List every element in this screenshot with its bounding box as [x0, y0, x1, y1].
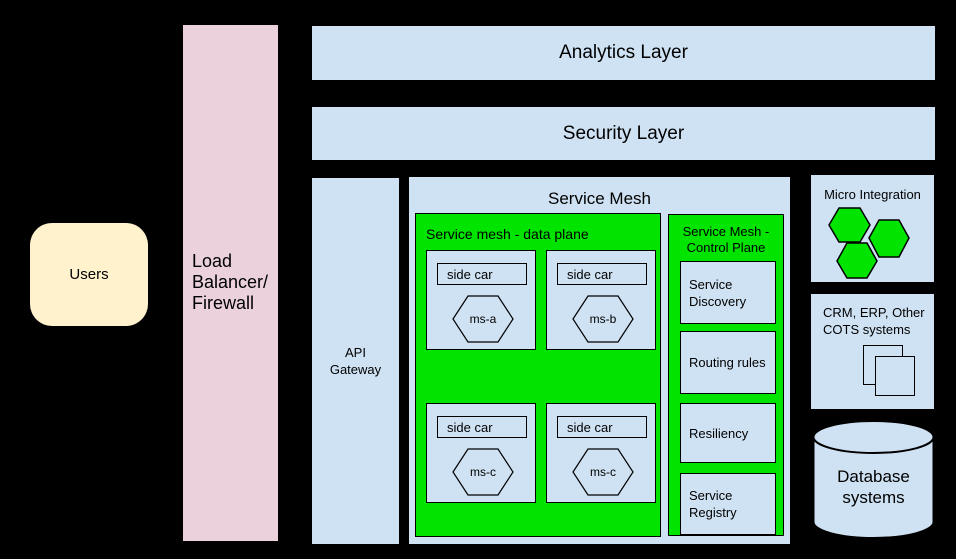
sidecar-label: side car — [567, 419, 613, 435]
analytics-layer-node: Analytics Layer — [311, 25, 936, 81]
security-layer-node: Security Layer — [311, 106, 936, 161]
cots-systems-title: CRM, ERP, Other COTS systems — [823, 305, 925, 337]
users-node: Users — [30, 223, 148, 326]
cots-systems-node: CRM, ERP, Other COTS systems — [810, 293, 935, 410]
control-plane-node: Service Mesh - Control Plane Service Dis… — [668, 214, 784, 536]
microservice-label: ms-c — [470, 465, 496, 479]
control-plane-item-resiliency: Resiliency — [680, 403, 776, 463]
sidecar-label: side car — [447, 266, 493, 282]
sidecar-label: side car — [567, 266, 613, 282]
control-plane-item-label: Routing rules — [689, 355, 766, 370]
control-plane-item-service-registry: Service Registry — [680, 473, 776, 535]
service-mesh-title: Service Mesh — [548, 189, 651, 208]
microservice-label: ms-c — [590, 465, 616, 479]
data-plane-title: Service mesh - data plane — [426, 226, 589, 242]
database-systems-label: Database systems — [837, 467, 910, 507]
sidecar-box: side car — [557, 263, 647, 285]
sidecar-box: side car — [437, 263, 527, 285]
microservice-unit: side car ms-a — [426, 250, 536, 350]
control-plane-item-routing-rules: Routing rules — [680, 331, 776, 394]
microservice-hexagon-icon: ms-c — [452, 448, 514, 496]
users-label: Users — [69, 266, 109, 283]
microservice-unit: side car ms-c — [546, 403, 656, 503]
microservice-hexagon-icon: ms-b — [572, 295, 634, 343]
microservice-hexagon-icon: ms-a — [452, 295, 514, 343]
sidecar-label: side car — [447, 419, 493, 435]
database-cylinder-icon — [812, 420, 935, 539]
microservice-hexagon-icon: ms-c — [572, 448, 634, 496]
sidecar-box: side car — [557, 416, 647, 438]
service-mesh-node: Service Mesh Service mesh - data plane s… — [408, 176, 791, 545]
api-gateway-label: API Gateway — [329, 345, 382, 377]
micro-integration-title: Micro Integration — [824, 187, 921, 202]
control-plane-item-service-discovery: Service Discovery — [680, 261, 776, 324]
microservice-unit: side car ms-b — [546, 250, 656, 350]
microservice-label: ms-a — [469, 312, 497, 326]
overlapping-squares-icon — [875, 356, 915, 396]
control-plane-title: Service Mesh - Control Plane — [682, 224, 770, 255]
load-balancer-firewall-node: Load Balancer/ Firewall — [183, 25, 278, 541]
micro-integration-node: Micro Integration — [810, 174, 935, 283]
load-balancer-firewall-label: Load Balancer/ Firewall — [192, 251, 269, 313]
microservice-label: ms-b — [589, 312, 617, 326]
security-layer-label: Security Layer — [562, 122, 685, 144]
control-plane-item-label: Service Registry — [689, 488, 737, 520]
data-plane-node: Service mesh - data plane side car ms-a … — [415, 213, 661, 537]
microservice-unit: side car ms-c — [426, 403, 536, 503]
hexagon-cluster-icon — [828, 207, 910, 279]
analytics-layer-label: Analytics Layer — [559, 42, 688, 63]
sidecar-box: side car — [437, 416, 527, 438]
control-plane-item-label: Resiliency — [689, 425, 749, 441]
database-systems-node: Database systems — [812, 420, 935, 540]
api-gateway-node: API Gateway — [311, 177, 400, 545]
control-plane-item-label: Service Discovery — [689, 276, 747, 309]
